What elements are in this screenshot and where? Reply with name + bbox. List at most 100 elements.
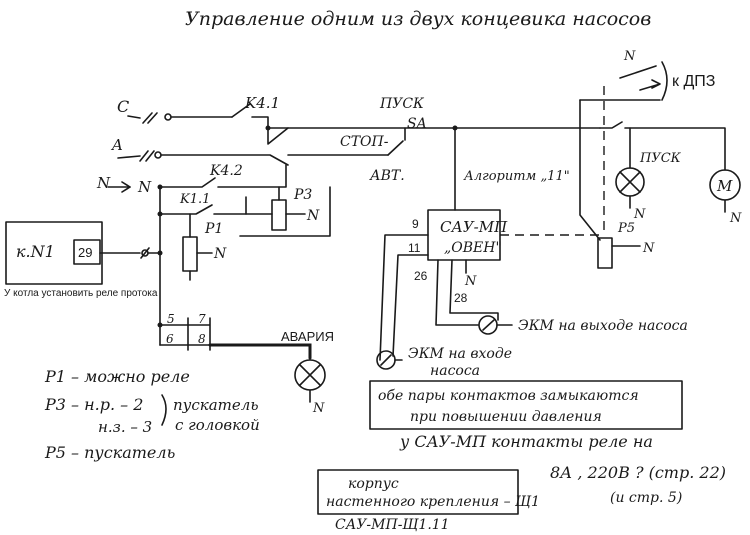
legend-p3-d: с головкой bbox=[175, 416, 260, 434]
wire-c-out bbox=[251, 116, 269, 129]
sau-line1: САУ-МП bbox=[440, 218, 508, 236]
switch-wire bbox=[267, 127, 289, 145]
relay-note-3: (и стр. 5) bbox=[610, 490, 682, 506]
motor-neutral: N bbox=[729, 211, 742, 226]
sau-neutral: N bbox=[464, 274, 477, 289]
diagram-title: Управление одним из двух концевика насос… bbox=[185, 8, 651, 30]
relay-p3-label: P3 bbox=[293, 187, 312, 203]
model-label: САУ-МП-Щ1.11 bbox=[335, 517, 450, 533]
kn1-label: к.N1 bbox=[16, 242, 55, 261]
contact-k11-out bbox=[213, 196, 247, 215]
relay-p5-coil bbox=[597, 237, 613, 269]
sau-wire-28 bbox=[449, 259, 499, 321]
ekm-in-needle bbox=[380, 354, 392, 366]
fuse-a-terminal bbox=[154, 151, 162, 159]
algorithm-label: Алгоритм „11" bbox=[463, 169, 570, 184]
dpz-brace bbox=[661, 61, 668, 101]
wire-a-stub bbox=[117, 155, 141, 159]
motor-label: M bbox=[716, 177, 733, 195]
switch-stop-label: СТОП- bbox=[340, 134, 389, 150]
node-dot-bus bbox=[265, 125, 271, 131]
fuse-c-terminal bbox=[164, 113, 172, 121]
wire-label-n-right: N bbox=[137, 178, 152, 196]
ekm-in-label-2: насоса bbox=[430, 363, 480, 379]
note-box bbox=[369, 380, 683, 430]
avaria-lamp-cross bbox=[299, 364, 321, 386]
wire-label-a: A bbox=[110, 136, 123, 154]
ekm-out-label: ЭКМ на выходе насоса bbox=[518, 318, 688, 334]
contact-k42-label: K4.2 bbox=[209, 163, 243, 179]
terminal-strip bbox=[159, 317, 211, 351]
sau-line2: „ОВЕН" bbox=[444, 240, 502, 256]
wire-a bbox=[160, 154, 289, 166]
pusk-lamp-neutral: N bbox=[633, 207, 646, 222]
legend-p1: P1 – можно реле bbox=[44, 367, 190, 386]
relay-note-1: у САУ-МП контакты реле на bbox=[399, 432, 653, 451]
relay-p3-loop bbox=[239, 186, 331, 237]
relay-note-2: 8А , 220В ? (стр. 22) bbox=[550, 463, 726, 482]
sau-wire-9 bbox=[379, 234, 429, 361]
relay-p1-leads bbox=[189, 213, 213, 281]
sau-t11: 11 bbox=[408, 241, 421, 255]
pusk-lamp-cross bbox=[619, 171, 641, 193]
sau-wire-11 bbox=[392, 254, 429, 357]
terminal-7: 7 bbox=[198, 312, 206, 326]
switch-sa-label: SA bbox=[407, 116, 427, 132]
p5-branch bbox=[579, 99, 601, 241]
terminal-6: 6 bbox=[166, 332, 174, 346]
node-dot-k42 bbox=[157, 184, 163, 190]
note-box-line1: обе пары контактов замыкаются bbox=[378, 388, 639, 404]
legend-p5: P5 – пускатель bbox=[44, 443, 175, 462]
dpz-label: к ДПЗ bbox=[672, 73, 715, 90]
housing-line2: настенного крепления – Щ1 bbox=[326, 494, 540, 510]
dpz-wire-2 bbox=[619, 65, 657, 79]
relay-p1-label: P1 bbox=[204, 221, 223, 237]
relay-p5-label: P5 bbox=[617, 221, 635, 236]
kotel-note: У котла установить реле протока bbox=[4, 288, 158, 299]
contact-k42-right bbox=[217, 164, 287, 188]
terminal-5: 5 bbox=[167, 312, 175, 326]
relay-p5-neutral: N bbox=[642, 241, 655, 256]
wire-c-stub bbox=[127, 115, 141, 119]
wire-label-n-left: N bbox=[96, 174, 111, 192]
switch-sa-blade bbox=[387, 140, 404, 156]
relay-p3-neutral: N bbox=[306, 208, 320, 224]
note-box-line2: при повышении давления bbox=[410, 409, 602, 425]
legend-p3-b: н.з. – 3 bbox=[98, 418, 152, 436]
legend-p3-brace bbox=[161, 394, 167, 426]
terminal-8: 8 bbox=[198, 332, 206, 346]
wire-label-c: C bbox=[117, 97, 129, 116]
switch-pusk-label: ПУСК bbox=[379, 96, 425, 112]
fuse-a-mark bbox=[139, 150, 155, 162]
contact-k42-left bbox=[159, 177, 216, 188]
legend-p3-a: P3 – н.р. – 2 bbox=[44, 395, 143, 414]
housing-box bbox=[317, 469, 519, 515]
fuse-c-mark bbox=[142, 112, 158, 124]
relay-p1-neutral: N bbox=[213, 246, 227, 262]
ekm-out-needle bbox=[482, 319, 495, 331]
dpz-arrow-1 bbox=[639, 79, 661, 91]
contact-k11-label: K1.1 bbox=[179, 192, 210, 207]
contact-k41-label: K4.1 bbox=[244, 94, 280, 112]
relay-p1-coil bbox=[182, 236, 198, 272]
motor-feed bbox=[624, 127, 726, 171]
avaria-wire bbox=[208, 343, 312, 360]
sau-t26: 26 bbox=[414, 269, 428, 283]
relay-p3-coil bbox=[271, 199, 287, 231]
kn1-terminal: 29 bbox=[78, 245, 92, 260]
ekm-in-label-1: ЭКМ на входе bbox=[408, 346, 512, 362]
wire-n-arrow bbox=[121, 181, 131, 193]
sau-t28: 28 bbox=[454, 291, 468, 305]
pusk-contact bbox=[599, 121, 623, 129]
avaria-neutral: N bbox=[312, 401, 325, 416]
kn1-terminal-box bbox=[73, 239, 101, 265]
sau-t9: 9 bbox=[412, 217, 419, 231]
switch-avt-label: АВТ. bbox=[369, 168, 405, 184]
avaria-label: АВАРИЯ bbox=[281, 329, 334, 344]
pusk-lamp-label: ПУСК bbox=[639, 151, 682, 166]
legend-p3-c: пускатель bbox=[173, 396, 258, 414]
kn1-terminal-slash bbox=[140, 247, 150, 259]
relay-p3-leads bbox=[245, 186, 306, 215]
housing-line1: корпус bbox=[348, 476, 399, 492]
